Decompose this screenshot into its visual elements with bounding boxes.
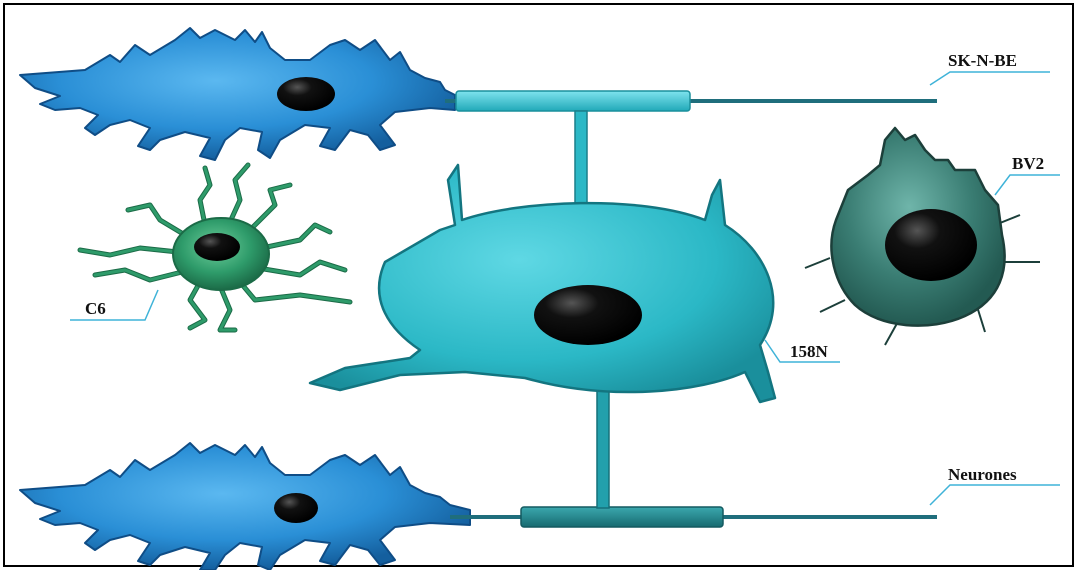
label-sk-n-be-leader [930,72,1050,85]
bottom-connector-stem [597,388,609,508]
label-158n-group: 158N [765,340,840,362]
neurones-synapse-bar [521,507,723,527]
label-sk-n-be-group: SK-N-BE [930,51,1050,85]
c6-nucleus [194,233,240,261]
label-sk-n-be: SK-N-BE [948,51,1017,70]
sk-n-be-nucleus [277,77,335,111]
158n-body [310,165,775,402]
158n-nucleus [534,285,642,345]
neurones-neuron [20,443,470,570]
label-bv2: BV2 [1012,154,1044,173]
label-c6: C6 [85,299,106,318]
sk-n-be-neuron [20,28,455,160]
label-158n: 158N [790,342,829,361]
neurones-dendrites [20,443,470,570]
label-c6-group: C6 [70,290,158,320]
label-bv2-group: BV2 [995,154,1060,195]
top-connector-stem [575,111,587,211]
label-bv2-leader [995,175,1060,195]
neurones-nucleus [274,493,318,523]
c6-cell [80,165,350,330]
label-neurones-group: Neurones [930,465,1060,505]
label-neurones: Neurones [948,465,1017,484]
bv2-nucleus [885,209,977,281]
sk-n-be-dendrites [20,28,455,160]
bv2-cell [805,128,1040,345]
label-c6-leader [70,290,158,320]
label-neurones-leader [930,485,1060,505]
158n-cell [310,165,775,402]
sk-n-be-synapse-bar [456,91,690,111]
